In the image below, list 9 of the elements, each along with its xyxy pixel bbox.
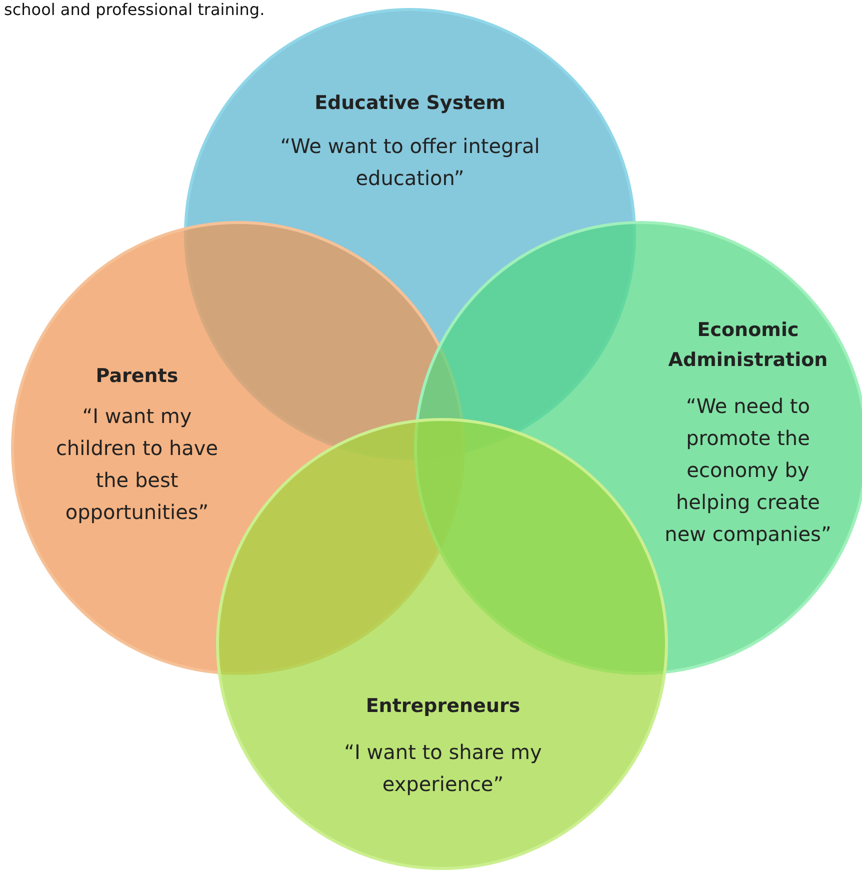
quote-text: “We want to offer integral education” (279, 133, 541, 192)
quote-text: “I want my children to have the best opportunities” (54, 403, 220, 526)
note-text: school and professional training. (4, 0, 265, 19)
quote-text: “I want to share my experience” (343, 739, 543, 798)
circle-heading: Educative System (314, 91, 506, 116)
quote-text: “We need to promote the economy by helping create new companies” (664, 393, 832, 548)
circle-heading: Parents (94, 364, 180, 389)
circle-heading: Economic Administration (667, 318, 829, 373)
circle-heading: Entrepreneurs (364, 694, 522, 719)
